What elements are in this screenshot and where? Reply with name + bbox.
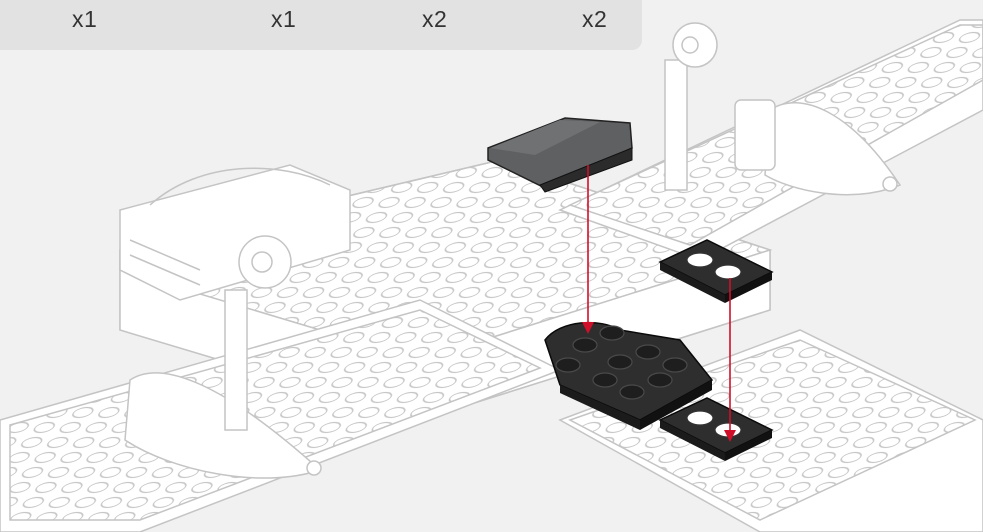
part-quantity: x1	[72, 6, 97, 33]
parts-list-bar: x1 x1 x2 x2	[0, 0, 642, 50]
part-quantity: x1	[271, 6, 296, 33]
part-quantity: x2	[582, 6, 607, 33]
part-quantity: x2	[422, 6, 447, 33]
